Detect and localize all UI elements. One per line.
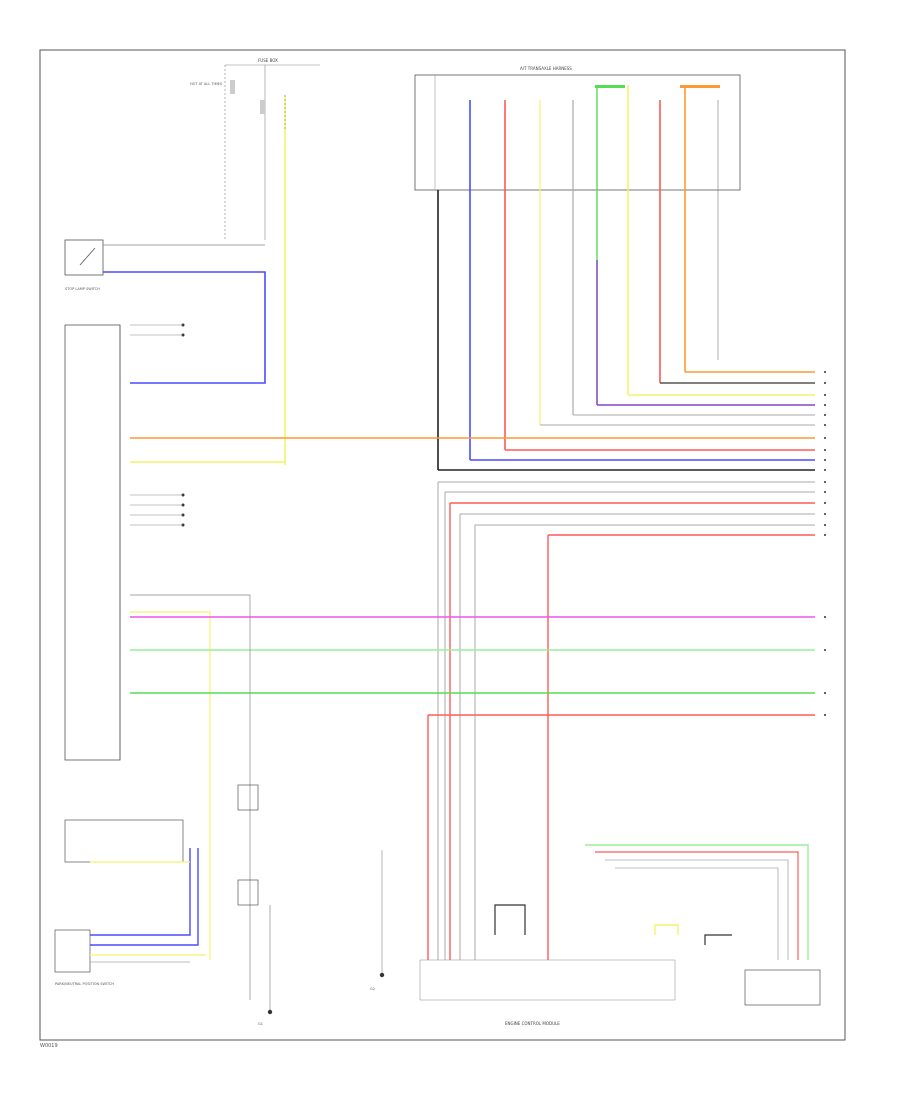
tcm-connector-label: A/T TRANSAXLE HARNESS — [520, 66, 572, 71]
left-module — [64, 324, 121, 761]
right-harness — [130, 371, 815, 536]
sensor-components — [237, 784, 385, 1015]
footer-code: W0019 — [40, 1043, 58, 1049]
brake-switch-label: STOP LAMP SWITCH — [65, 287, 100, 291]
fuse-box-label: FUSE BOX — [258, 58, 278, 63]
vertical-wires — [437, 85, 719, 470]
lower-left-blocks — [54, 819, 206, 973]
transaxle-connector — [414, 74, 741, 191]
right-pin-markers — [824, 371, 826, 716]
ground-right-label: G2 — [370, 987, 375, 991]
ecm-connector — [419, 844, 821, 1006]
ecm-drops — [427, 482, 549, 960]
diagram-frame — [39, 49, 846, 1041]
ecm-label: ENGINE CONTROL MODULE — [505, 1021, 560, 1026]
left-horizontal-wires — [130, 461, 815, 1000]
stop-lamp-switch — [64, 239, 266, 384]
pnp-switch-label: PARK/NEUTRAL POSITION SWITCH — [55, 982, 114, 986]
left-ground-clusters — [130, 323, 185, 527]
fuse-box-group — [224, 64, 320, 465]
hot-at-all-times-label: HOT AT ALL TIMES — [190, 82, 223, 86]
ground-left-label: G1 — [258, 1022, 263, 1026]
